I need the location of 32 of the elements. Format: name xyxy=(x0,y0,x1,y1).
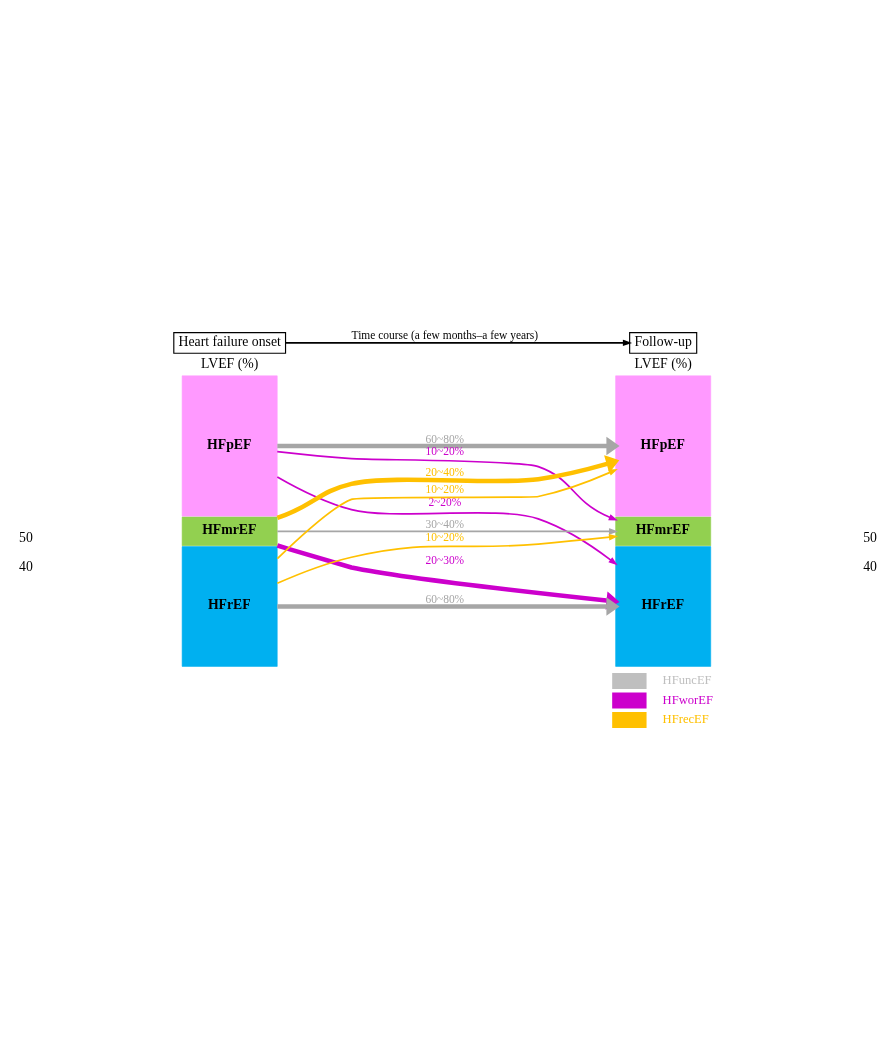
node-box: HFrEF xyxy=(615,546,712,667)
legend-label: HFworEF xyxy=(662,692,713,707)
label: 40 xyxy=(19,558,33,574)
edge-label: 20~40% xyxy=(425,465,465,478)
edge-label: 20~30% xyxy=(425,554,465,567)
edge-label: 10~20% xyxy=(425,530,465,543)
edge-label: Time course (a few months–a few years) xyxy=(351,329,539,342)
arrow xyxy=(284,339,633,347)
node-box: Follow-up xyxy=(629,332,698,354)
label: LVEF (%) xyxy=(201,356,259,372)
node-box: HFmrEF xyxy=(181,516,278,547)
node-box: Heart failure onset xyxy=(173,332,287,354)
label: 40 xyxy=(863,558,877,574)
label: LVEF (%) xyxy=(634,356,692,372)
label: 50 xyxy=(863,529,877,545)
legend-label: HFrecEF xyxy=(662,712,709,727)
edge-label: 2~20% xyxy=(428,496,462,509)
node-box: HFmrEF xyxy=(615,516,712,547)
label: 50 xyxy=(19,529,33,545)
node-box: HFpEF xyxy=(181,375,278,517)
arrow xyxy=(277,436,620,456)
edge-label: 30~40% xyxy=(425,517,465,530)
edge-label: 10~20% xyxy=(425,445,465,458)
edge-label: 60~80% xyxy=(425,432,465,445)
node-box: HFrEF xyxy=(181,546,278,667)
node-box: HFpEF xyxy=(615,375,712,517)
arrow xyxy=(276,528,619,535)
arrow xyxy=(277,597,620,616)
legend-label: HFuncEF xyxy=(662,673,712,688)
edge-label: 60~80% xyxy=(425,593,465,606)
arrow xyxy=(276,534,619,585)
edge-label: 10~20% xyxy=(425,483,465,496)
